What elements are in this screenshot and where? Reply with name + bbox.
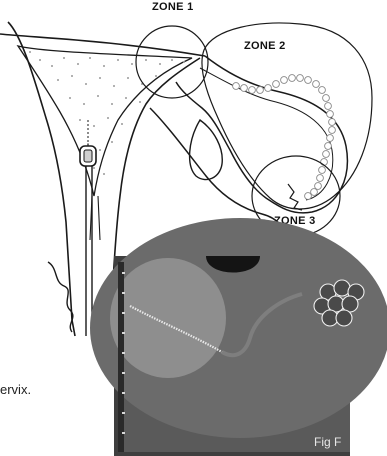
zone-1-circle bbox=[136, 26, 208, 98]
ovary bbox=[190, 120, 223, 180]
zone-1-label: ZONE 1 bbox=[152, 1, 194, 13]
caption-fragment: ervix. bbox=[0, 382, 31, 397]
fimbriae bbox=[288, 184, 302, 210]
cavity-speckle bbox=[29, 51, 185, 175]
figure-label: Fig F bbox=[314, 435, 341, 449]
zone-2-outline bbox=[202, 23, 372, 209]
ultrasound-inset: Fig F bbox=[90, 218, 387, 456]
cervical-device bbox=[80, 120, 96, 336]
zone-2-label: ZONE 2 bbox=[244, 40, 286, 52]
uterine-cavity bbox=[18, 46, 192, 196]
fundus-line bbox=[0, 34, 205, 56]
